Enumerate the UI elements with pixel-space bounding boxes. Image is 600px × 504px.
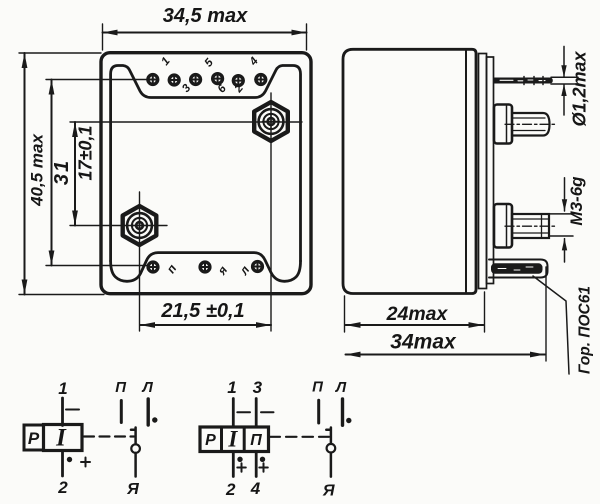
svg-text:Гор. ПОС61: Гор. ПОС61 [577,286,594,374]
svg-text:34,5 max: 34,5 max [163,5,248,27]
svg-text:л: л [236,263,253,278]
svg-text:П: П [115,379,127,396]
svg-text:4: 4 [250,479,261,498]
svg-text:34max: 34max [390,331,457,354]
svg-text:Р: Р [205,432,216,449]
svg-text:2: 2 [225,480,236,499]
svg-text:Л: Л [335,379,347,396]
svg-text:П: П [312,379,324,396]
svg-text:М3-6g: М3-6g [567,176,586,226]
svg-text:п: п [164,261,180,276]
svg-text:21,5 ±0,1: 21,5 ±0,1 [160,300,244,322]
svg-text:1: 1 [227,378,236,397]
svg-text:Я: Я [126,481,139,498]
svg-text:Я: Я [322,483,335,500]
svg-text:17±0,1: 17±0,1 [76,126,96,181]
svg-text:2: 2 [57,478,68,497]
svg-text:1: 1 [159,55,172,68]
svg-text:Р: Р [28,429,40,448]
svg-text:3: 3 [253,378,263,397]
svg-text:П: П [250,432,262,449]
svg-text:1: 1 [58,379,67,398]
svg-text:I: I [227,427,238,452]
svg-text:я: я [214,263,230,278]
svg-text:5: 5 [203,56,217,69]
svg-text:Л: Л [141,379,153,396]
svg-text:24max: 24max [386,303,449,325]
svg-text:6: 6 [216,82,230,95]
svg-text:40,5 max: 40,5 max [28,133,47,207]
svg-text:I: I [55,425,67,452]
svg-text:4: 4 [247,55,261,69]
svg-text:Ø1,2max: Ø1,2max [570,50,590,126]
svg-text:31: 31 [51,159,73,185]
